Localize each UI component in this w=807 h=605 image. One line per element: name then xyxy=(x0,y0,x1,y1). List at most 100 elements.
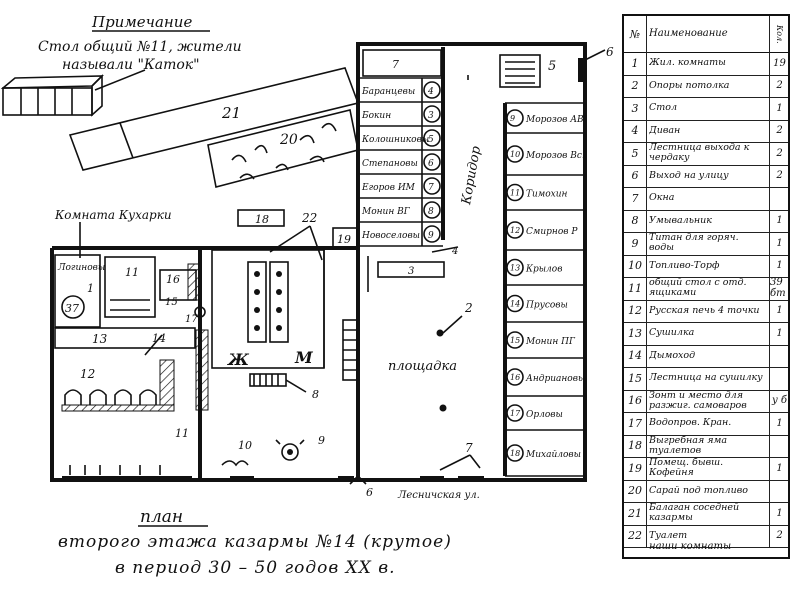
legend-row-name: Окна xyxy=(649,192,675,204)
legend-row-name: Опоры потолка xyxy=(649,79,730,91)
legend-row-qty: 1 xyxy=(769,209,789,232)
women-symbol: Ж xyxy=(227,350,250,369)
resident-name: Степановы xyxy=(362,159,418,169)
legend-row-name: Выход на улицу xyxy=(649,169,729,181)
room-number-circle xyxy=(423,129,441,147)
legend-header-qty: Кол. xyxy=(769,16,789,52)
room-number-circle xyxy=(506,331,524,349)
legend-row-name: Русская печь 4 точки xyxy=(649,304,760,316)
legend-row-num: 15 xyxy=(624,367,647,390)
corridor-label: Коридор xyxy=(459,144,484,206)
legend-row-name: Водопров. Кран. xyxy=(649,417,732,429)
legend-row-num: 22 xyxy=(624,524,647,547)
legend-row-qty: 1 xyxy=(769,232,789,255)
legend-row-qty xyxy=(769,367,789,390)
marker-6-top: 6 xyxy=(606,45,614,59)
room-number: 6 xyxy=(428,159,434,169)
marker-8: 8 xyxy=(312,388,319,401)
marker-11: 11 xyxy=(125,266,139,279)
marker-18: 18 xyxy=(255,213,269,226)
room-number: 17 xyxy=(510,409,521,418)
men-symbol: М xyxy=(294,348,314,367)
room-number: 10 xyxy=(510,150,520,159)
legend-row-name: Лестница выхода к чердаку xyxy=(649,142,750,164)
table-3 xyxy=(377,261,445,278)
room-number: 4 xyxy=(427,87,434,97)
room-number: 15 xyxy=(510,336,520,345)
legend-row-name: общий стол с отд. ящиками xyxy=(649,277,747,299)
marker-20: 20 xyxy=(279,132,298,148)
marker-16: 16 xyxy=(166,273,180,286)
room-number-circle xyxy=(506,404,524,422)
plan-title-line-2: второго этажа казармы №14 (крутое) xyxy=(58,532,452,552)
resident-name: Морозов АВ xyxy=(525,115,584,125)
marker-7-bottom: 7 xyxy=(465,441,473,455)
legend-row-num: 13 xyxy=(624,322,647,345)
room-number-circle xyxy=(423,225,441,243)
marker-1: 1 xyxy=(87,282,94,295)
legend-row-num: 4 xyxy=(624,119,647,142)
legend-row-qty: 2 xyxy=(769,119,789,142)
room-number: 11 xyxy=(510,189,520,198)
legend-row-qty xyxy=(769,187,789,210)
marker-7-top: 7 xyxy=(392,58,399,71)
legend-row-qty: 19 xyxy=(769,52,789,75)
legend-row-num: 17 xyxy=(624,412,647,435)
legend-row-num: 1 xyxy=(624,52,647,75)
legend-header-name: Наименование xyxy=(649,28,728,39)
legend-row-qty: 2 xyxy=(769,74,789,97)
room-number-circle xyxy=(506,183,524,202)
legend-row-qty: 1 xyxy=(769,254,789,277)
legend-row-qty xyxy=(769,434,789,457)
room-number: 18 xyxy=(510,449,520,458)
legend-row-num: 18 xyxy=(624,434,647,457)
street-label: Лесничская ул. xyxy=(397,490,480,501)
legend-row-name: Помещ. бывш. Кофейня xyxy=(649,457,724,479)
legend-row-num: 12 xyxy=(624,299,647,322)
resident-name: Тимохин xyxy=(526,190,568,200)
legend-row-num: 11 xyxy=(624,277,647,300)
legend-row-num: 2 xyxy=(624,74,647,97)
legend-row-qty: 1 xyxy=(769,322,789,345)
resident-name: Морозов Вс. xyxy=(525,151,585,161)
note-title: Примечание xyxy=(91,13,192,31)
legend-row-num: 19 xyxy=(624,457,647,480)
room-number: 9 xyxy=(428,231,434,241)
legend-header-num: № xyxy=(624,16,647,52)
resident-name: Орловы xyxy=(526,410,563,420)
legend-header: № Наименование Кол. xyxy=(624,16,788,53)
marker-9: 9 xyxy=(318,434,325,447)
marker-13: 13 xyxy=(92,332,108,346)
legend-row-num: 7 xyxy=(624,187,647,210)
legend-row-num: 21 xyxy=(624,502,647,525)
legend-row-qty: 1 xyxy=(769,97,789,120)
plan-title-line-1: план xyxy=(140,507,183,527)
legend-row-qty: 1 xyxy=(769,457,789,480)
legend-row-name: Жил. комнаты xyxy=(649,57,726,69)
marker-21: 21 xyxy=(221,104,241,122)
marker-4: 4 xyxy=(451,246,458,257)
legend-row-num: 9 xyxy=(624,232,647,255)
legend-row-qty: 2 xyxy=(769,164,789,187)
resident-name: Монин ПГ xyxy=(525,337,576,347)
legend-row-name: Зонт и место для разжиг. самоваров xyxy=(649,389,747,411)
